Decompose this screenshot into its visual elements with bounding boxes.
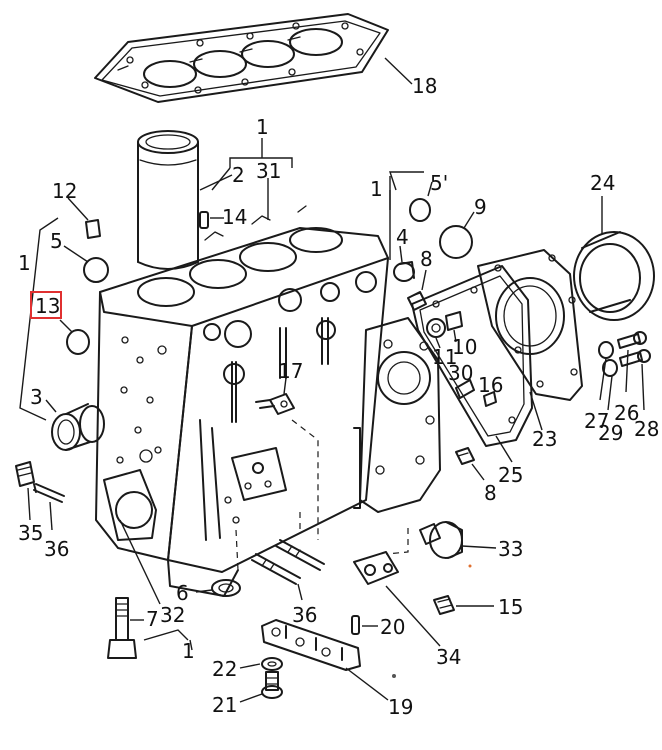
stray-mark-2 bbox=[392, 674, 396, 678]
callout-36-center: 36 bbox=[292, 603, 317, 627]
callout-5-prime: 5' bbox=[430, 171, 448, 195]
washer-22 bbox=[261, 657, 283, 671]
timing-cover-gasket-23 bbox=[411, 265, 533, 447]
callout-17: 17 bbox=[278, 359, 303, 383]
callout-12: 12 bbox=[52, 179, 77, 203]
callout-23: 23 bbox=[532, 427, 557, 451]
callout-1-top: 1 bbox=[256, 115, 269, 139]
callout-31: 31 bbox=[256, 159, 281, 183]
bracket-19 bbox=[261, 619, 361, 671]
callout-1-left: 1 bbox=[18, 251, 31, 275]
callout-36-left: 36 bbox=[44, 537, 69, 561]
dowel-pin-14 bbox=[199, 211, 209, 229]
callout-4: 4 bbox=[396, 225, 409, 249]
callout-1-bottom: 1 bbox=[182, 639, 195, 663]
head-gasket bbox=[94, 13, 389, 103]
highlight-box bbox=[30, 291, 62, 319]
bracket-1-31 bbox=[211, 138, 293, 220]
callout-7: 7 bbox=[146, 607, 159, 631]
callout-19: 19 bbox=[388, 695, 413, 719]
rear-plate-25 bbox=[477, 249, 583, 401]
callout-21: 21 bbox=[212, 693, 237, 717]
plug-8-lower bbox=[455, 447, 475, 465]
callout-35: 35 bbox=[18, 521, 43, 545]
core-plug-5 bbox=[83, 257, 109, 283]
oil-pressure-sender-33 bbox=[419, 521, 463, 559]
bolt-7 bbox=[107, 597, 137, 659]
callout-5: 5 bbox=[50, 229, 63, 253]
callout-18: 18 bbox=[412, 74, 437, 98]
callout-9: 9 bbox=[474, 195, 487, 219]
callout-29: 29 bbox=[598, 421, 623, 445]
washer-6 bbox=[211, 579, 241, 597]
callout-8-lower: 8 bbox=[484, 481, 497, 505]
callout-2: 2 bbox=[232, 163, 245, 187]
callout-25: 25 bbox=[498, 463, 523, 487]
callout-26: 26 bbox=[614, 401, 639, 425]
bolt-21 bbox=[261, 671, 283, 699]
stud-35 bbox=[15, 461, 35, 487]
core-plug-5p bbox=[409, 198, 431, 222]
callout-10: 10 bbox=[452, 335, 477, 359]
stud-36-left bbox=[33, 483, 65, 503]
pin-30-16 bbox=[455, 379, 497, 407]
callout-3: 3 bbox=[30, 385, 43, 409]
plug-9 bbox=[439, 225, 473, 259]
callout-1-right: 1 bbox=[370, 177, 383, 201]
core-plug-12 bbox=[85, 219, 101, 239]
callout-30: 30 bbox=[448, 361, 473, 385]
stray-mark bbox=[468, 564, 472, 568]
banjo-fitting-34 bbox=[353, 528, 409, 585]
camshaft-bushing-3 bbox=[51, 403, 105, 451]
callout-8-upper: 8 bbox=[420, 247, 433, 271]
callout-13: 13 bbox=[35, 294, 60, 318]
callout-22: 22 bbox=[212, 657, 237, 681]
callout-14: 14 bbox=[222, 205, 247, 229]
callout-33: 33 bbox=[498, 537, 523, 561]
rear-oil-seal-24 bbox=[573, 231, 655, 321]
callout-6: 6 bbox=[176, 581, 189, 605]
bolts-26-29 bbox=[598, 331, 651, 377]
callout-15: 15 bbox=[498, 595, 523, 619]
pin-20 bbox=[351, 615, 360, 635]
callout-16: 16 bbox=[478, 373, 503, 397]
bracket-right bbox=[389, 171, 424, 260]
callout-24: 24 bbox=[590, 171, 615, 195]
callout-27: 27 bbox=[584, 409, 609, 433]
core-plug-13 bbox=[66, 329, 90, 355]
idler-10-11 bbox=[426, 311, 463, 338]
sensor-17 bbox=[255, 393, 295, 415]
plug-15 bbox=[433, 595, 455, 615]
cylinder-liner bbox=[137, 130, 199, 270]
bracket-32-1 bbox=[119, 519, 193, 651]
callout-28: 28 bbox=[634, 417, 659, 441]
callout-34: 34 bbox=[436, 645, 461, 669]
cylinder-block bbox=[95, 205, 441, 597]
callout-32: 32 bbox=[160, 603, 185, 627]
stud-36-center bbox=[251, 539, 325, 585]
callout-20: 20 bbox=[380, 615, 405, 639]
seal-4 bbox=[393, 261, 415, 282]
